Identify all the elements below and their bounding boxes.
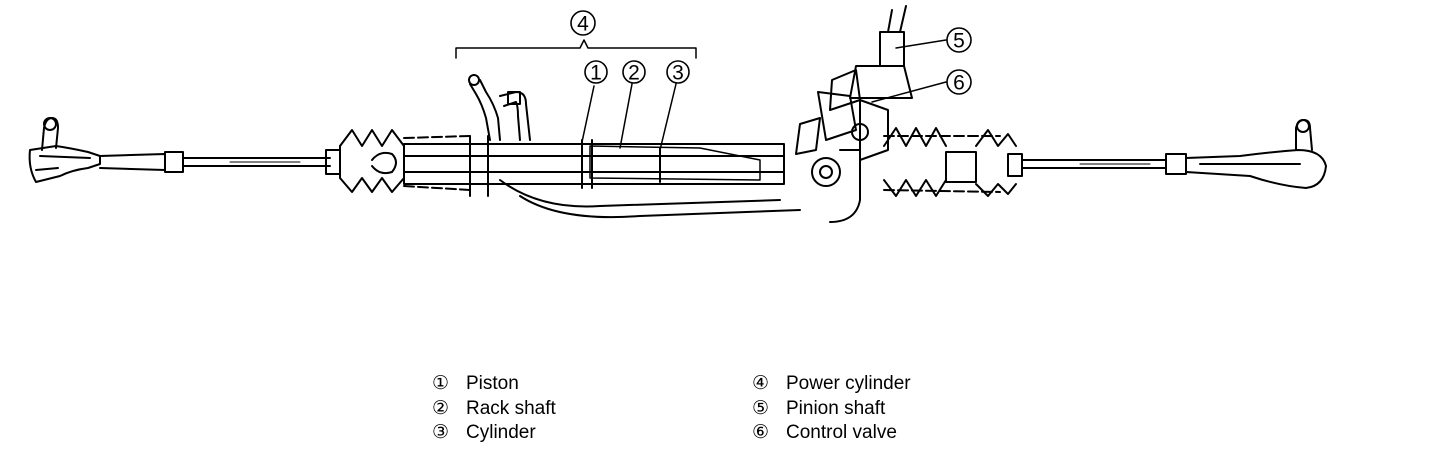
legend-item: ⑥ Control valve xyxy=(752,421,911,446)
callout-circle-3 xyxy=(666,60,690,84)
leader-5 xyxy=(895,39,947,49)
legend-number: ② xyxy=(432,397,450,419)
legend-number: ① xyxy=(432,373,450,394)
callout-circle-2 xyxy=(622,60,646,84)
callout-number-2: 2 xyxy=(628,62,640,85)
callout-number-6: 6 xyxy=(953,72,965,95)
legend-label: Power cylinder xyxy=(786,373,911,394)
pinion-valve-assembly xyxy=(795,5,913,223)
right-tie-rod xyxy=(1021,153,1187,175)
legend-item: ⑤ Pinion shaft xyxy=(752,397,911,422)
callout-number-3: 3 xyxy=(672,62,684,85)
legend-label: Cylinder xyxy=(466,422,536,443)
right-tie-rod-end xyxy=(1185,119,1327,189)
left-tie-rod xyxy=(99,149,341,175)
callout-number-5: 5 xyxy=(953,30,965,53)
leader-6 xyxy=(871,81,947,103)
bracket-4 xyxy=(455,39,697,59)
left-boot xyxy=(339,129,471,193)
legend-item: ① Piston xyxy=(432,372,556,397)
left-tie-rod-end xyxy=(28,117,101,183)
callout-circles xyxy=(570,10,972,95)
callout-circle-6 xyxy=(946,69,972,95)
callout-circle-1 xyxy=(584,60,608,84)
callout-number-4: 4 xyxy=(577,13,589,36)
leader-2 xyxy=(619,83,633,149)
legend-right-column: ④ Power cylinder ⑤ Pinion shaft ⑥ Control v… xyxy=(752,372,911,446)
legend-label: Piston xyxy=(466,373,519,394)
legend-number: ⑤ xyxy=(752,397,770,419)
legend-item: ③ Cylinder xyxy=(432,421,556,446)
leader-3 xyxy=(659,83,677,151)
callout-leaders xyxy=(455,39,947,151)
leader-1 xyxy=(581,85,595,143)
fluid-pipes xyxy=(468,74,531,141)
legend-left-column: ① Piston ② Rack shaft ③ Cylinder xyxy=(432,372,556,446)
right-boot xyxy=(883,127,1023,197)
legend-number: ③ xyxy=(432,422,450,443)
legend-label: Control valve xyxy=(786,422,897,443)
legend-label: Pinion shaft xyxy=(786,397,886,419)
callout-number-1: 1 xyxy=(590,62,602,85)
legend-number: ⑥ xyxy=(752,422,770,443)
rack-housing xyxy=(403,135,801,219)
legend-label: Rack shaft xyxy=(466,397,556,419)
legend-item: ② Rack shaft xyxy=(432,397,556,422)
legend-number: ④ xyxy=(752,373,770,394)
legend-item: ④ Power cylinder xyxy=(752,372,911,397)
callout-circle-4 xyxy=(570,10,596,36)
callout-circle-5 xyxy=(946,27,972,53)
